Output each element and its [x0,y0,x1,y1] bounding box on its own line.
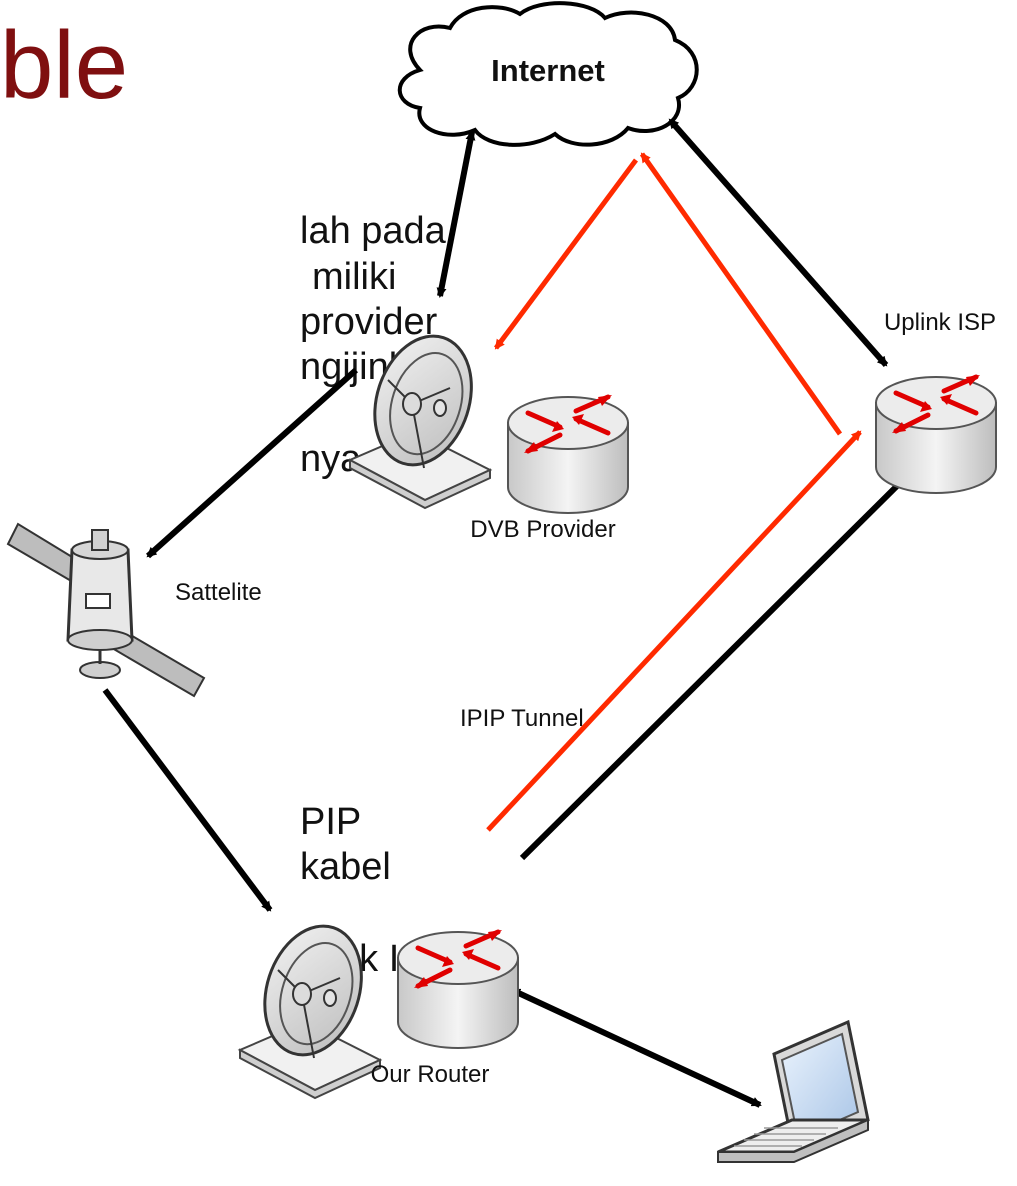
dvb-provider-label: DVB Provider [470,516,615,543]
return-path-up [639,152,843,436]
body-text-line: PIP [300,801,362,843]
internet-label: Internet [491,53,605,88]
slide-title: ble [0,12,129,119]
uplink-isp-label: Uplink ISP [884,309,996,336]
tunnel-paths [486,152,862,832]
our-router-label: Our Router [371,1061,490,1088]
our-router-icon [398,930,518,1048]
tunnel-line [486,430,862,832]
uplink-router-icon [876,375,996,493]
laptop-icon [717,1019,870,1163]
link-router-laptop [510,987,762,1108]
return-path-down [493,158,639,350]
body-text-line: miliki [312,256,397,298]
home-dish-icon [238,912,382,1100]
body-text-line: kabel [300,846,391,888]
body-text-line: lah pada [300,210,446,252]
link-dvb-satellite [146,367,358,559]
network-links [102,118,908,1108]
ipip-tunnel-label: IPIP Tunnel [460,705,584,732]
body-text-line: provider [300,301,438,343]
link-internet-dvb [436,130,476,298]
link-internet-uplink [667,118,889,367]
dvb-dish-icon [348,322,492,510]
satellite-label: Sattelite [175,579,262,606]
dvb-router-icon [508,395,628,513]
satellite-icon [6,522,206,698]
link-router-uplink [519,475,908,861]
link-satellite-dish [102,688,273,912]
